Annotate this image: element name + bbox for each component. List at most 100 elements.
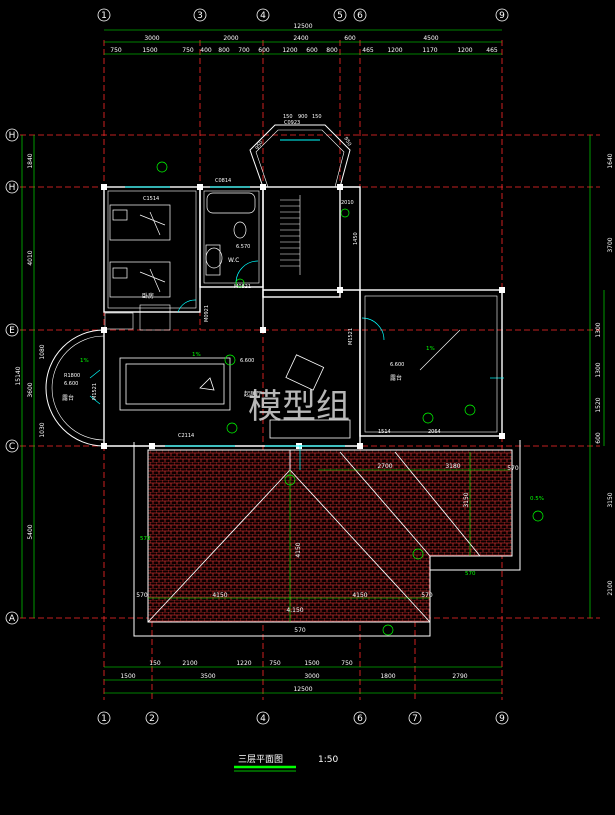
dim: 465 [486, 47, 498, 54]
dim: 600 [258, 47, 270, 54]
wc-label: W.C [228, 257, 239, 264]
axis-bottom-1: 1 [101, 714, 107, 724]
dim: 1500 [304, 660, 319, 667]
slope-labels: 1% 1% 1% [80, 346, 435, 364]
dim: 465 [362, 47, 374, 54]
hall-elevation: 6.600 [240, 358, 254, 364]
dim: 1840 [27, 153, 34, 168]
dim: 4150 [352, 592, 367, 599]
door-code-m0821: M0821 [234, 284, 251, 290]
dim: 1800 [380, 673, 395, 680]
dim: 3700 [607, 237, 614, 252]
axis-bubbles [5, 8, 509, 725]
window-code-c1514: C1514 [143, 196, 159, 202]
dim: 2100 [607, 580, 614, 595]
dim: 150 [312, 114, 322, 120]
axis-left-H1: H [9, 131, 16, 141]
dim: 800 [218, 47, 230, 54]
dim: 2000 [223, 35, 238, 42]
roof-dims: 570 4150 4150 570 570 570 3180 3150 2700… [136, 463, 544, 634]
window-code-1514: 1514 [378, 429, 391, 435]
dim: 3500 [200, 673, 215, 680]
slope-label: 1% [192, 352, 201, 358]
dim: 950 [255, 140, 265, 151]
dim: 950 [342, 136, 352, 147]
axis-left-C: C [9, 442, 15, 452]
dim: 150 [149, 660, 161, 667]
door-code-m0921: M0921 [204, 305, 210, 322]
dim: 4150 [295, 542, 302, 557]
window-code-c0923: C0923 [284, 120, 300, 126]
axis-bottom-4: 4 [260, 714, 266, 724]
slope-label: 1% [426, 346, 435, 352]
axis-left-H: H [9, 183, 16, 193]
bay-window [249, 124, 351, 188]
stair-dim: 2010 [341, 200, 354, 206]
left-balcony-curve [45, 329, 105, 447]
room-labels: 卧房 W.C 露台 露台 起居厅 [62, 257, 402, 402]
dim: 570 [294, 627, 306, 634]
left-balcony-label: 露台 [62, 394, 74, 402]
wc-fixtures [205, 192, 256, 276]
axis-top-4: 4 [260, 11, 266, 21]
radius-label: R1800 [64, 373, 80, 379]
dim: 1520 [595, 397, 602, 412]
window-code-c2114: C2114 [178, 433, 194, 439]
reference-circles [156, 161, 544, 636]
dim: 600 [306, 47, 318, 54]
dim: 570 [465, 571, 476, 577]
axis-bottom-9: 9 [499, 714, 505, 724]
dim: 5400 [27, 524, 34, 539]
dim: 4150 [212, 592, 227, 599]
top-dim-overall: 12500 [293, 23, 312, 30]
axis-labels: 1 3 4 5 6 9 1 2 4 6 7 9 H H E C A [9, 11, 506, 724]
bedroom-label: 卧房 [142, 292, 154, 300]
dim: 1170 [422, 47, 437, 54]
dim: 2400 [293, 35, 308, 42]
dim: 600 [344, 35, 356, 42]
drawing-scale: 1:50 [318, 755, 338, 765]
dim: 2100 [182, 660, 197, 667]
window-code-2064: 2064 [428, 429, 441, 435]
axis-top-9: 9 [499, 11, 505, 21]
hall-table [119, 354, 351, 439]
dim: 2790 [452, 673, 467, 680]
stair-treads [280, 195, 301, 275]
window-symbols [125, 186, 345, 447]
dim: 3000 [304, 673, 319, 680]
door-code-m1521-b: M1521 [92, 383, 98, 400]
axis-top-1: 1 [101, 11, 107, 21]
dim: 750 [341, 660, 353, 667]
dim: 3000 [144, 35, 159, 42]
bay-dims: 150 900 150 950 950 [255, 114, 353, 151]
dim: 3600 [27, 382, 34, 397]
dim: 1200 [457, 47, 472, 54]
dim: 800 [326, 47, 338, 54]
dim: 750 [110, 47, 122, 54]
bottom-dims-row2: 1500 3500 3000 1800 2790 [120, 673, 467, 680]
door-code-m1521-a: M1521 [348, 328, 354, 345]
dim: 4010 [27, 250, 34, 265]
dim: 4.150 [286, 607, 303, 614]
bottom-dim-overall: 12500 [293, 686, 312, 693]
axis-left-E: E [9, 326, 15, 336]
axis-top-6: 6 [357, 11, 363, 21]
dim: 3150 [607, 492, 614, 507]
dim: 570 [421, 592, 433, 599]
dim: 600 [595, 432, 602, 444]
dim: 400 [200, 47, 212, 54]
dim: 1640 [607, 153, 614, 168]
axis-bottom-7: 7 [412, 714, 418, 724]
dim: 4500 [423, 35, 438, 42]
left-dims-outer: 1840 4010 1080 3600 1030 5400 [27, 153, 46, 539]
axis-bottom-2: 2 [149, 714, 155, 724]
closet [104, 304, 171, 331]
stair-run-dim: 1450 [353, 232, 359, 245]
beds [109, 204, 171, 298]
dim: 750 [182, 47, 194, 54]
right-dimension-lines [589, 135, 605, 618]
dim: 1300 [595, 322, 602, 337]
top-dims-row2: 3000 2000 2400 600 4500 [144, 35, 438, 42]
dim: 3180 [445, 463, 460, 470]
